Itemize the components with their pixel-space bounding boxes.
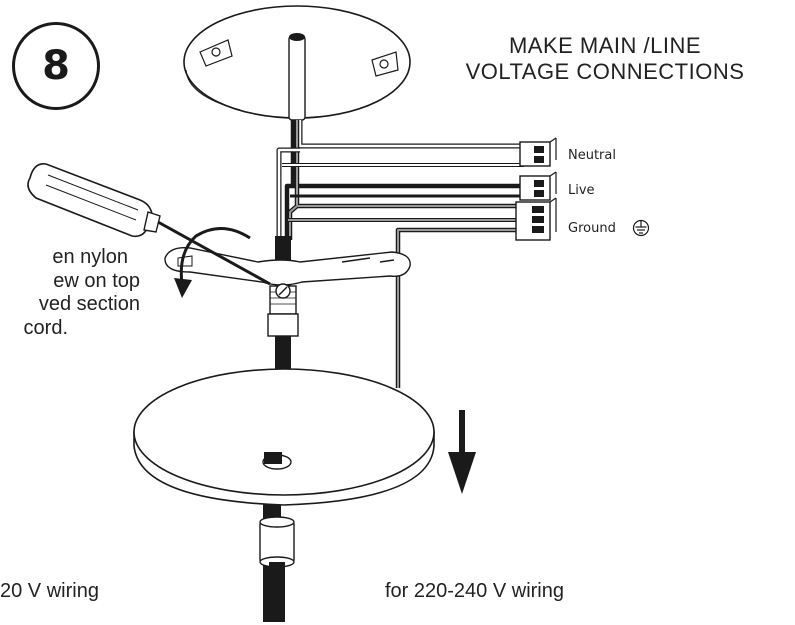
label-live: Live — [568, 183, 595, 198]
caption-left: 20 V wiring — [0, 580, 99, 602]
label-neutral: Neutral — [568, 148, 616, 163]
down-arrow-icon — [448, 410, 476, 494]
wire-bundle — [276, 120, 524, 388]
page-title: MAKE MAIN /LINE VOLTAGE CONNECTIONS — [425, 33, 785, 85]
threaded-nipple — [267, 283, 299, 337]
terminal-block-neutral — [519, 137, 557, 167]
title-line-1: MAKE MAIN /LINE — [508, 33, 702, 58]
note-line-1: en nylon — [52, 246, 128, 268]
ceiling-canopy — [133, 368, 435, 506]
plate-screw-right — [371, 51, 399, 77]
terminal-block-live — [519, 171, 557, 201]
plate-screw-left — [199, 39, 233, 67]
center-stem — [288, 33, 306, 121]
instruction-note: en nylon ew on top ved section cord. — [0, 246, 140, 340]
ground-symbol-icon — [632, 219, 650, 237]
cord-grip-sleeve — [259, 516, 295, 622]
label-ground: Ground — [568, 221, 616, 236]
step-number-badge: 8 — [12, 22, 100, 110]
note-line-2: ew on top — [53, 269, 140, 292]
note-line-4: cord. — [23, 316, 68, 339]
terminal-block-ground — [515, 197, 557, 241]
note-line-3: ved section — [38, 293, 140, 315]
title-line-2: VOLTAGE CONNECTIONS — [465, 59, 745, 84]
rotate-arrow-icon — [174, 227, 251, 298]
screwdriver-icon — [27, 162, 271, 286]
caption-right: for 220-240 V wiring — [385, 580, 564, 602]
